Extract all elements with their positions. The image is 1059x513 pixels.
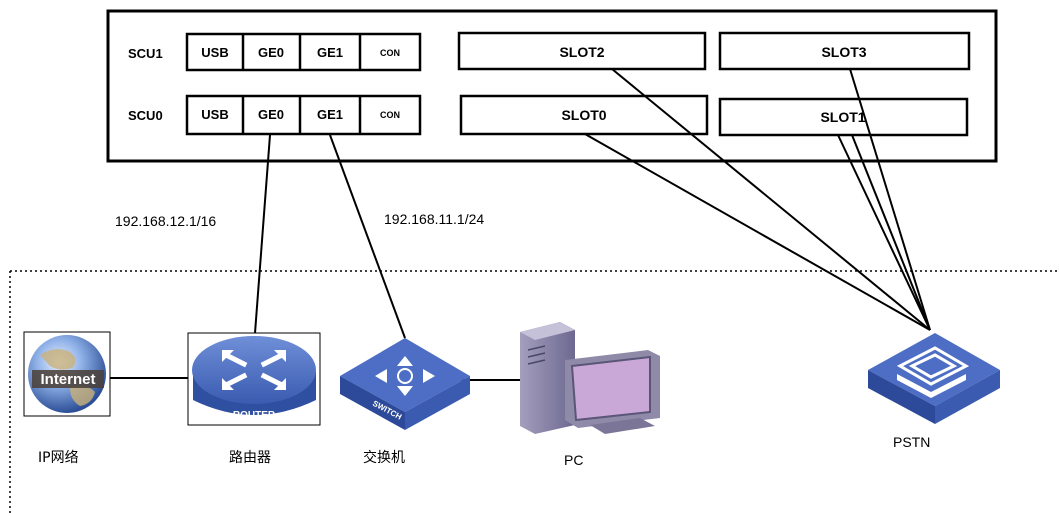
scu0-port-con[interactable]: CON [380, 110, 400, 120]
network-region-border [9, 270, 1059, 513]
connection-lines [105, 68, 931, 381]
scu1-label: SCU1 [128, 46, 163, 61]
slot0-box[interactable]: SLOT0 [459, 94, 709, 136]
router-icon[interactable]: ROUTER [187, 332, 321, 426]
slot1-label: SLOT1 [820, 109, 865, 125]
link-slot2-pstn [611, 68, 931, 331]
ge1-ip-label: 192.168.11.1/24 [384, 211, 484, 227]
internet-globe-icon[interactable]: Internet [23, 331, 111, 417]
slot3-label: SLOT3 [821, 44, 866, 60]
chassis: SCU1 USB GE0 GE1 CON SCU0 USB GE0 GE1 CO… [106, 9, 998, 163]
slot2-box[interactable]: SLOT2 [457, 31, 707, 71]
pc-icon[interactable] [520, 322, 660, 434]
link-slot1-pstn-a [837, 134, 931, 331]
scu0-port-ge0[interactable]: GE0 [258, 107, 284, 122]
pstn-icon[interactable] [868, 333, 1000, 424]
link-slot1-pstn-b [851, 134, 931, 331]
pstn-label: PSTN [893, 434, 930, 450]
scu1-port-ge1[interactable]: GE1 [317, 45, 343, 60]
switch-label: 交换机 [363, 449, 405, 466]
scu0-port-group: USB GE0 GE1 CON [185, 94, 422, 136]
slot1-box[interactable]: SLOT1 [718, 97, 969, 137]
router-icon-text: ROUTER [233, 410, 276, 421]
switch-icon[interactable]: SWITCH [340, 338, 470, 430]
pc-label: PC [564, 452, 583, 468]
scu1-port-group: USB GE0 GE1 CON [185, 32, 422, 72]
slot3-box[interactable]: SLOT3 [718, 31, 971, 71]
scu0-port-ge1[interactable]: GE1 [317, 107, 343, 122]
link-ge0-router [254, 134, 271, 334]
slot2-label: SLOT2 [559, 44, 604, 60]
scu1-port-ge0[interactable]: GE0 [258, 45, 284, 60]
router-label: 路由器 [229, 450, 271, 466]
ge0-ip-label: 192.168.12.1/16 [115, 213, 216, 229]
internet-icon-text: Internet [40, 371, 95, 388]
slot0-label: SLOT0 [561, 107, 606, 123]
link-slot3-pstn [849, 68, 931, 331]
link-ge1-switch [329, 134, 406, 339]
scu1-port-con[interactable]: CON [380, 48, 400, 58]
scu0-port-usb[interactable]: USB [201, 107, 228, 122]
internet-label: IP网络 [38, 450, 79, 466]
scu0-label: SCU0 [128, 108, 163, 123]
link-slot0-pstn [584, 133, 931, 331]
scu1-port-usb[interactable]: USB [201, 45, 228, 60]
